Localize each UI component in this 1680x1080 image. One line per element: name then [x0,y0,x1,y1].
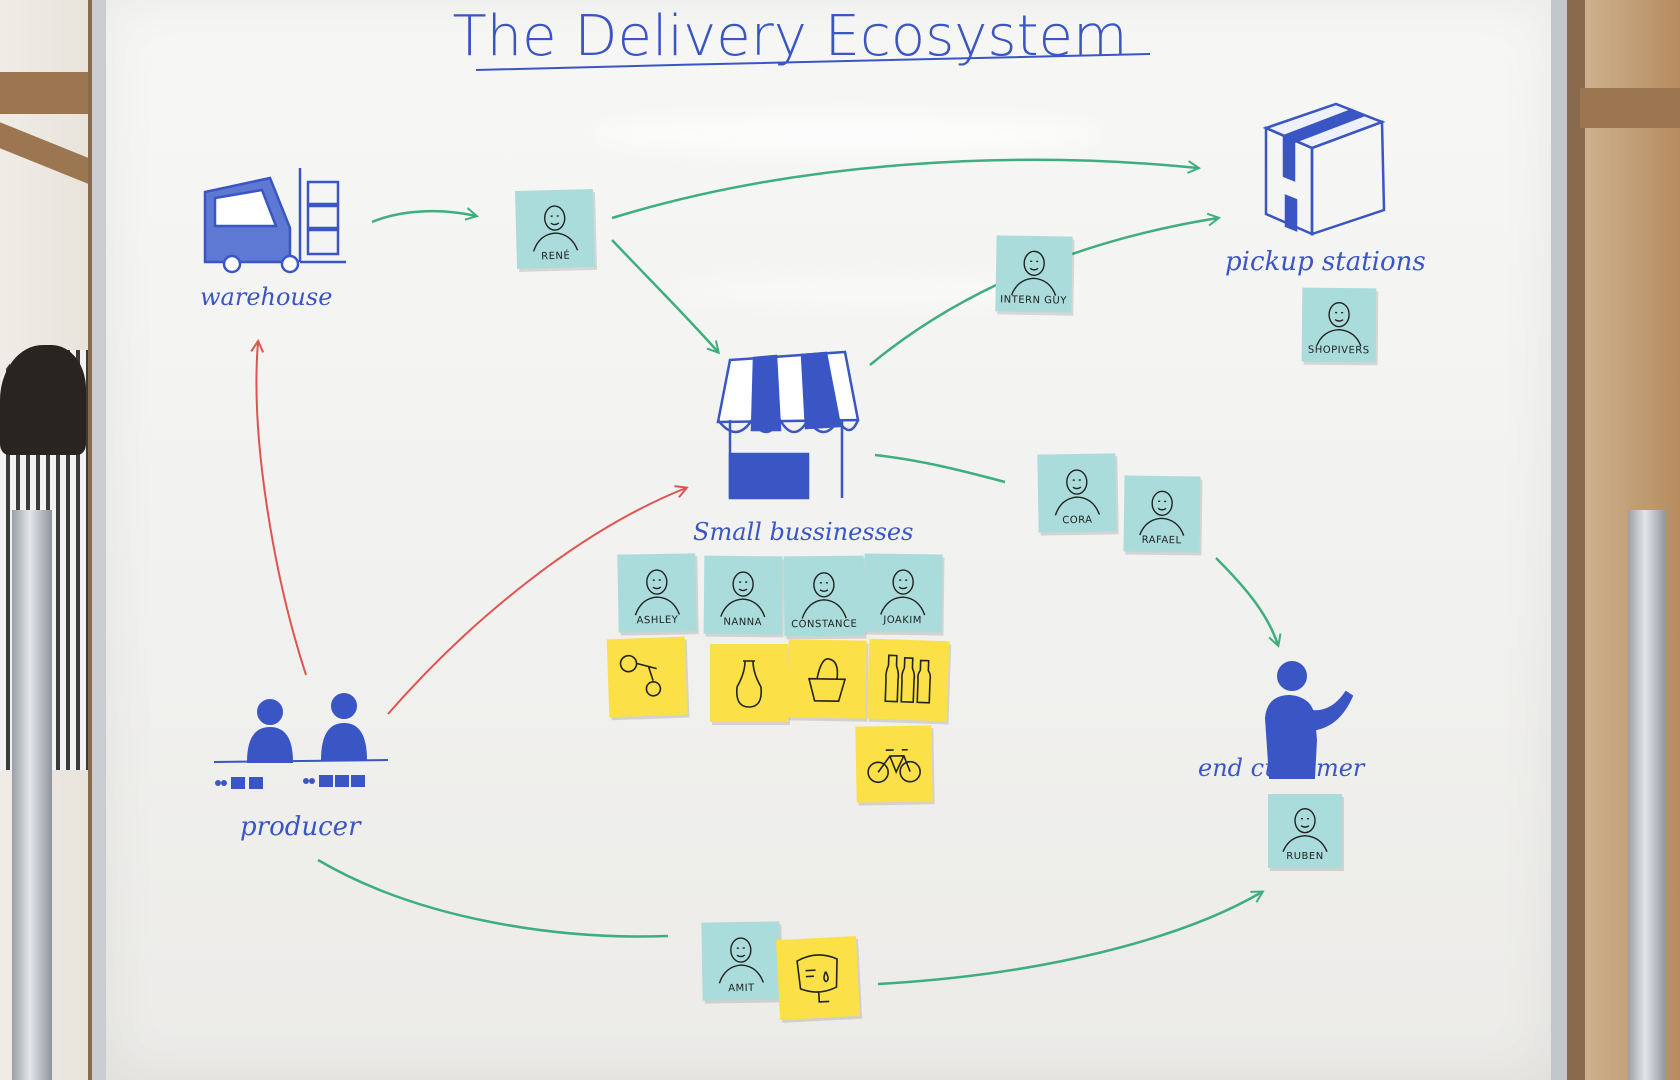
person-note-amit[interactable]: AMIT [701,921,783,1004]
person-note-rene[interactable]: RENÉ [514,188,598,272]
wooden-beam-left [0,72,88,114]
person-note-shopivers[interactable]: SHOPIVERS [1301,287,1379,366]
arrow-shop-to-couriers [874,453,1006,484]
sticky-notes: RENÉ INTERN GUY SHOPIVERS CORA RAFAEL ASHLEY N… [514,188,1379,1023]
wooden-beam-right [1580,88,1680,128]
person-name: RUBEN [1286,851,1323,862]
bottles-icon [884,654,932,704]
arrow-amit-to-customer [877,892,1262,986]
person-note-joakim[interactable]: JOAKIM [863,553,945,636]
person-note-ashley[interactable]: ASHLEY [617,553,699,636]
person-name: INTERN GUY [1000,294,1067,306]
label-producer: producer [240,812,362,842]
package-drop-icon [796,954,838,1003]
person-note-ruben[interactable]: RUBEN [1268,794,1344,871]
arrow-couriers-to-customer [1215,557,1278,645]
person-name: NANNA [723,617,762,628]
keys-icon [619,654,662,697]
product-note[interactable] [606,636,690,721]
glare-top [586,115,1106,155]
person-note-nanna[interactable]: NANNA [703,555,785,638]
person-note-rafael[interactable]: RAFAEL [1123,475,1203,556]
label-end-customer: end customer [1198,754,1366,782]
person-name: AMIT [728,983,755,994]
title-underline [475,53,1151,71]
face-icon [880,569,926,616]
product-note[interactable] [710,644,790,725]
label-small-businesses: Small bussinesses [693,518,913,546]
arrow-producer-to-shop [387,488,686,715]
person-name: RENÉ [541,249,570,263]
bread-basket-icon [807,658,847,703]
person-name: CONSTANCE [791,619,857,631]
board-stand-right [1628,510,1666,1080]
label-warehouse: warehouse [200,283,332,311]
face-icon [1054,469,1101,516]
product-note[interactable] [787,639,869,722]
face-icon [801,572,847,619]
bicycle-icon [867,748,921,784]
label-pickup-stations: pickup stations [1225,247,1426,277]
person-note-intern-guy[interactable]: INTERN GUY [995,235,1075,316]
person-name: CORA [1062,515,1092,527]
person-name: JOAKIM [882,615,922,627]
person-note-cora[interactable]: CORA [1037,453,1119,536]
forklift-icon [203,168,346,274]
face-icon [718,937,765,984]
face-icon [1010,250,1057,296]
arrow-producer-to-warehouse [256,342,307,676]
person-head [0,345,86,455]
product-note[interactable] [855,725,935,806]
person-name: SHOPIVERS [1308,345,1370,357]
face-icon [1282,807,1328,852]
delivery-note[interactable] [775,935,863,1023]
face-icon [1316,301,1362,347]
storefront-icon [716,350,860,500]
face-icon [720,571,766,618]
person-note-constance[interactable]: CONSTANCE [783,555,867,640]
producers-icon [213,693,389,789]
arrow-rene-to-shop [611,239,718,352]
person-name: RAFAEL [1142,535,1182,547]
customer-waving-icon [1264,661,1354,779]
product-note[interactable] [866,638,952,725]
box-icon [1262,102,1386,236]
arrow-warehouse-to-rene [371,211,476,224]
face-icon [1139,490,1185,536]
board-stand-left [12,510,52,1080]
whiteboard [92,0,1567,1080]
diagram-title: The Delivery Ecosystem [452,4,1127,69]
arrow-rene-to-pickup [611,158,1198,220]
vase-icon [735,660,763,708]
face-icon [532,205,579,252]
person-name: ASHLEY [637,615,679,627]
arrow-producer-to-amit [317,858,669,938]
face-icon [634,569,681,616]
